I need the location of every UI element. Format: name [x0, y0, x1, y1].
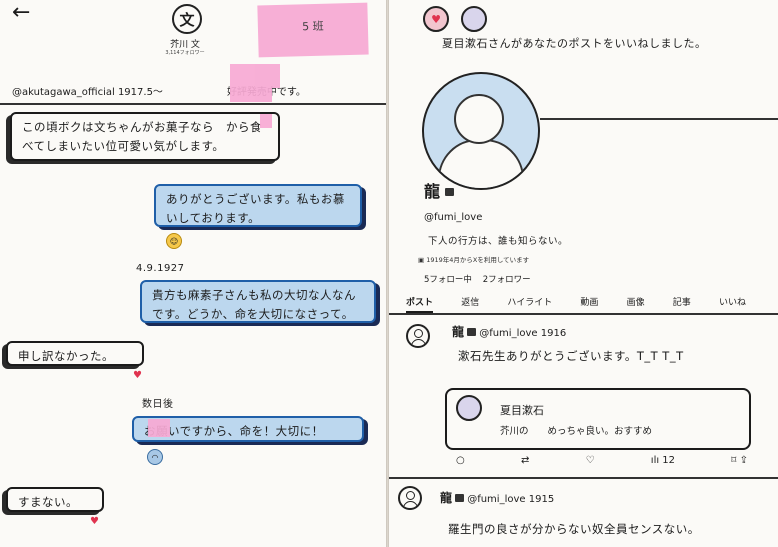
tab-likes[interactable]: いいね: [718, 298, 746, 308]
profile-name: 龍: [424, 178, 455, 202]
tab-articles[interactable]: 記事: [672, 298, 691, 308]
tabs-divider: [389, 313, 778, 315]
profile-tabs: ポスト 返信 ハイライト 動画 画像 記事 いいね: [406, 295, 746, 313]
lock-icon: [467, 328, 477, 336]
cover-divider: [540, 118, 778, 120]
reply-icon[interactable]: ○: [456, 455, 465, 466]
tab-replies[interactable]: 返信: [461, 298, 480, 308]
calendar-icon: ▣: [418, 256, 427, 264]
dm-profile-meta: 1917.5〜: [117, 87, 163, 98]
smile-emoji-icon: ☺: [166, 233, 182, 249]
views-icon[interactable]: ılı 12: [650, 455, 676, 466]
quote-avatar: [456, 395, 482, 421]
dm-followers: 3,114フォロワー: [165, 50, 205, 56]
heart-reaction-icon: ♥: [90, 516, 99, 527]
post-header: 龍 @fumi_love 1915: [440, 489, 554, 506]
censor-sticky-note: [230, 64, 280, 102]
post-avatar[interactable]: [398, 486, 422, 510]
post-text: 漱石先生ありがとうございます。T_T T_T: [458, 349, 684, 363]
notifier-avatar[interactable]: [461, 6, 487, 32]
dm-name: 芥川 文: [170, 40, 200, 50]
post-year: 1916: [540, 328, 567, 339]
post-actions: ○ ⇄ ♡ ılı 12 ⌑ ⇪: [456, 455, 748, 466]
profile-joined-text: 1919年4月からXを利用しています: [426, 256, 530, 264]
avatar-head-shape: [414, 329, 423, 338]
post-handle: @fumi_love: [467, 494, 526, 505]
profile-avatar[interactable]: [422, 72, 540, 190]
post-text: 羅生門の良さが分からない奴全員センスない。: [448, 522, 700, 536]
post-handle: @fumi_love: [479, 328, 538, 339]
post-header: 龍 @fumi_love 1916: [452, 323, 566, 340]
message-bubble-incoming: この頃ボクは文ちゃんがお菓子なら から食べてしまいたい位可愛い気がします。: [10, 112, 280, 161]
tab-highlights[interactable]: ハイライト: [507, 298, 553, 308]
repost-icon[interactable]: ⇄: [520, 455, 530, 466]
message-bubble-incoming: 申し訳なかった。: [6, 341, 144, 366]
face-emoji-icon: ◠: [147, 449, 163, 465]
dm-avatar[interactable]: 文: [172, 4, 202, 34]
avatar-head-shape: [454, 94, 504, 144]
censor-sticky-note: [260, 114, 272, 128]
bookmark-share-icon[interactable]: ⌑ ⇪: [731, 455, 748, 466]
message-bubble-outgoing: ありがとうございます。私もお慕いしております。: [154, 184, 362, 227]
dm-sheet: ← 文 芥川 文 3,114フォロワー 5 班 @akutagawa_offic…: [0, 0, 386, 547]
like-notification-heart-icon: ♥: [423, 6, 449, 32]
post-author: 龍: [440, 491, 453, 505]
post-divider: [389, 477, 778, 479]
profile-bio: 下人の行方は、誰も知らない。: [428, 236, 569, 247]
profile-joined: ▣ 1919年4月からXを利用しています: [418, 254, 529, 264]
quote-text: 芥川の めっちゃ良い。おすすめ: [500, 426, 653, 437]
quote-card[interactable]: [445, 388, 751, 450]
tab-images[interactable]: 画像: [626, 298, 645, 308]
tab-posts[interactable]: ポスト: [406, 295, 434, 313]
group-label: 5 班: [301, 19, 324, 34]
dm-handle[interactable]: @akutagawa_official: [12, 87, 115, 98]
group-sticky-note: 5 班: [257, 2, 369, 58]
message-bubble-incoming: すまない。: [6, 487, 104, 512]
tab-videos[interactable]: 動画: [580, 298, 599, 308]
following-count[interactable]: 5フォロー中: [424, 275, 472, 285]
quote-author: 夏目漱石: [500, 404, 544, 417]
lock-icon: [455, 494, 465, 502]
days-later-label: 数日後: [142, 399, 174, 410]
message-bubble-outgoing: 貴方も麻素子さんも私の大切な人なんです。どうか、命を大切になさって。: [140, 280, 376, 323]
post-author: 龍: [452, 325, 465, 339]
header-divider: [0, 103, 386, 105]
like-icon[interactable]: ♡: [585, 455, 595, 466]
message-bubble-outgoing: お願いですから、命を！大切に！: [132, 416, 364, 442]
date-stamp: 4.9.1927: [136, 263, 185, 274]
follow-counts: 5フォロー中 2フォロワー: [424, 273, 531, 285]
lock-icon: [445, 187, 455, 196]
followers-count[interactable]: 2フォロワー: [482, 275, 531, 285]
post-avatar[interactable]: [406, 324, 430, 348]
censor-sticky-note: [148, 419, 170, 437]
heart-reaction-icon: ♥: [133, 370, 142, 381]
back-arrow-icon[interactable]: ←: [12, 0, 31, 25]
notification-text: 夏目漱石さんがあなたのポストをいいねしました。: [442, 37, 707, 50]
post-year: 1915: [528, 494, 555, 505]
profile-name-text: 龍: [424, 182, 443, 201]
profile-handle: @fumi_love: [424, 212, 483, 223]
avatar-head-shape: [406, 491, 415, 500]
